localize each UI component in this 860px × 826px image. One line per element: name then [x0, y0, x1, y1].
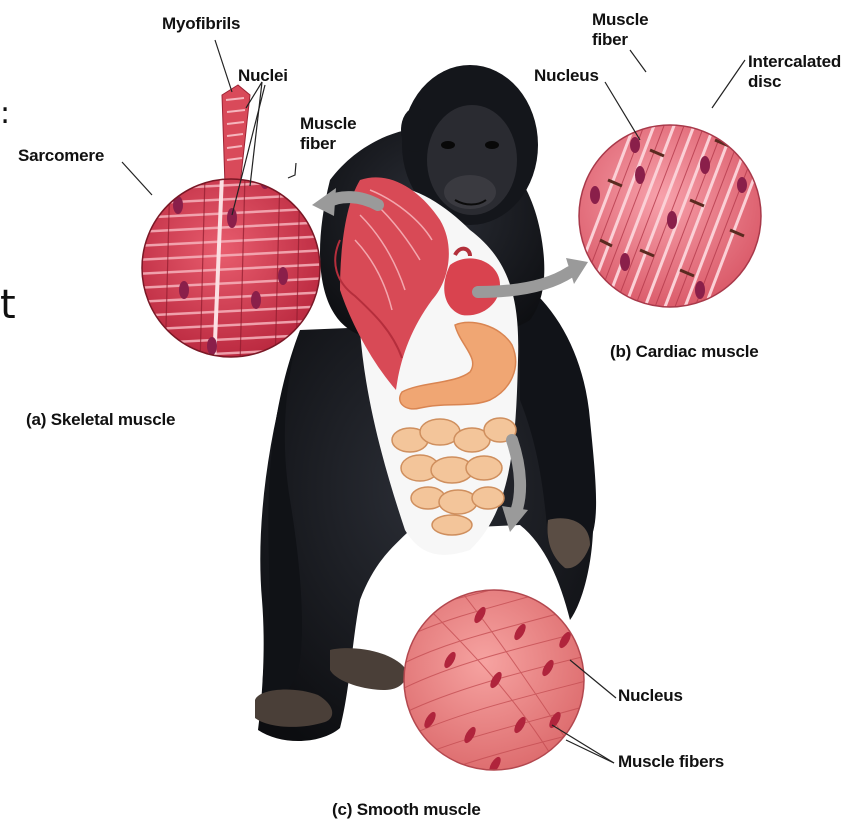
cardiac-muscle-magnification: [560, 110, 780, 320]
edge-text-bottom: t: [0, 282, 16, 328]
label-myofibrils: Myofibrils: [162, 14, 240, 34]
label-nucleus-cardiac: Nucleus: [534, 66, 599, 86]
skeletal-myofibril-strand: [222, 85, 250, 185]
label-sarcomere: Sarcomere: [18, 146, 104, 166]
label-muscle-fiber-skeletal: Muscle fiber: [300, 114, 356, 154]
label-nuclei: Nuclei: [238, 66, 288, 86]
label-nucleus-smooth: Nucleus: [618, 686, 683, 706]
label-muscle-fiber-cardiac: Muscle fiber: [592, 10, 648, 50]
label-intercalated-disc: Intercalated disc: [748, 52, 841, 92]
caption-skeletal-muscle: (a) Skeletal muscle: [26, 410, 175, 430]
caption-smooth-muscle: (c) Smooth muscle: [332, 800, 481, 820]
edge-text-top: :: [0, 96, 10, 131]
label-muscle-fibers-smooth: Muscle fibers: [618, 752, 724, 772]
caption-cardiac-muscle: (b) Cardiac muscle: [610, 342, 759, 362]
smooth-muscle-magnification: [400, 560, 590, 780]
